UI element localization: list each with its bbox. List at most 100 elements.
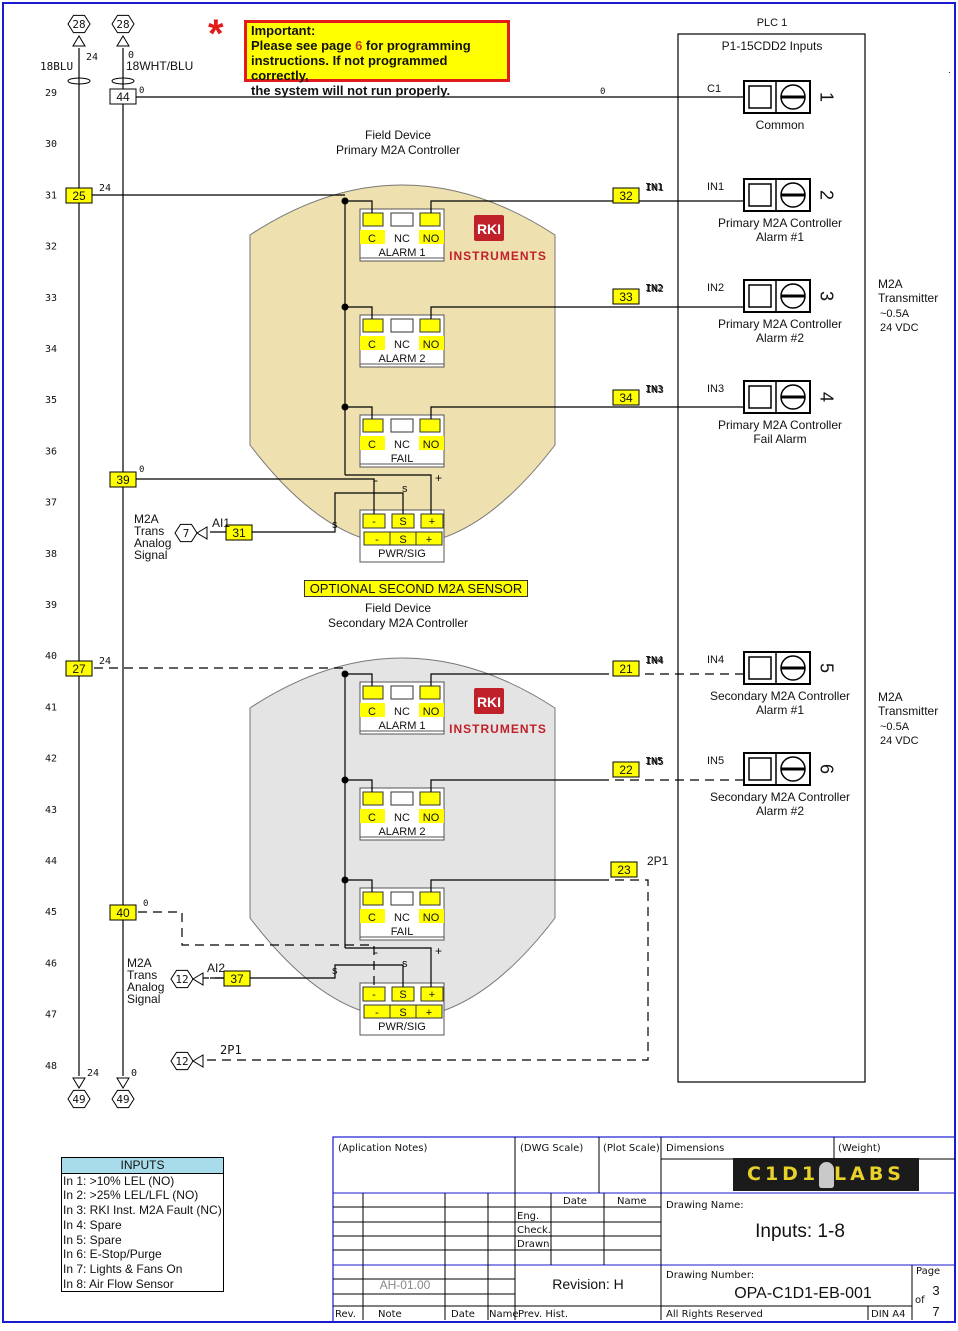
terminal-block-number: 39 (116, 473, 130, 487)
offpage-desc-line: M2A (127, 956, 152, 970)
plc-terminal-desc: Secondary M2A Controller (710, 790, 850, 804)
line-number: 32 (45, 242, 57, 253)
contact-nc-terminal[interactable] (390, 791, 414, 806)
offpage-desc-line: Trans (134, 524, 164, 538)
contact-c-label: C (368, 912, 376, 924)
contact-c-terminal[interactable] (362, 212, 384, 227)
inputs-legend: INPUTS In 1: >10% LEL (NO) In 2: >25% LE… (61, 1157, 224, 1293)
pwr-sig-pin-terminal[interactable] (420, 513, 444, 529)
contact-nc-label: NC (394, 439, 410, 451)
offpage-ref-top-left-hexagon-icon (67, 14, 91, 34)
contact-no-label-bg (419, 436, 444, 450)
title-block (332, 1136, 956, 1323)
terminal-block-body[interactable] (225, 524, 253, 541)
contact-no-terminal[interactable] (419, 891, 441, 906)
contact-c-terminal[interactable] (362, 685, 384, 700)
2p1-wire (200, 879, 649, 1061)
inputs-legend-title: INPUTS (62, 1158, 223, 1174)
terminal-block-body[interactable] (612, 288, 640, 305)
contact-nc-label: NC (394, 233, 410, 245)
rki-brand-text: INSTRUMENTS (449, 722, 547, 736)
optional-sensor-banner: OPTIONAL SECOND M2A SENSOR (304, 580, 528, 597)
terminal-square (748, 85, 772, 109)
wire-number-label: IN2 (645, 283, 663, 294)
logo-left-text: C1D1 (747, 1163, 820, 1185)
offpage-desc-line: Trans (127, 968, 157, 982)
terminal-block-body[interactable] (109, 471, 137, 488)
contact-c-label: C (368, 812, 376, 824)
contact-no-terminal[interactable] (419, 418, 441, 433)
contact-c-terminal[interactable] (362, 791, 384, 806)
pwr-sig-pin-terminal[interactable] (420, 986, 444, 1002)
contact-c-terminal[interactable] (362, 418, 384, 433)
wire-number-label: IN3 (645, 384, 663, 395)
logo-right-text: LABS (834, 1163, 905, 1185)
plc-wire-label: IN3 (707, 383, 724, 395)
terminal-block-37: 37 (223, 970, 251, 987)
arrow-up-icon (116, 35, 130, 47)
device-title: Field Device (365, 601, 431, 615)
contact-no-terminal[interactable] (419, 685, 441, 700)
analog-input-label: AI2 (207, 961, 225, 975)
contact-no-label-bg (419, 809, 444, 823)
signal-label: s (402, 958, 408, 970)
plc-terminal-number: 1 (816, 92, 836, 102)
terminal-block-body[interactable] (223, 970, 251, 987)
line-number: 39 (45, 600, 57, 611)
contact-c-label: C (368, 339, 376, 351)
offpage-desc-line: Signal (127, 992, 160, 1006)
pwr-sig-pin-label: - (372, 989, 376, 1001)
offpage-desc-line: Analog (134, 536, 171, 550)
contact-no-terminal[interactable] (419, 318, 441, 333)
contact-nc-terminal[interactable] (390, 418, 414, 433)
wire-marker-icon (67, 77, 91, 85)
revision-note: AH-01.00 (380, 1278, 431, 1292)
pwr-sig-pin-terminal[interactable] (362, 986, 386, 1002)
pwr-sig-pin-label-2: S (399, 534, 406, 546)
transmitter-note-line: 24 VDC (880, 322, 919, 334)
terminal-block-body[interactable] (65, 187, 93, 204)
wire-number-label: IN4 (646, 656, 664, 667)
c-contact-wire (345, 779, 373, 792)
terminal-block-body[interactable] (109, 88, 137, 105)
terminal-block-body[interactable] (612, 187, 640, 204)
terminal-block-body[interactable] (65, 660, 93, 677)
page-number: 3 (932, 1283, 939, 1298)
line-number: 34 (45, 344, 57, 355)
contact-no-label: NO (423, 912, 440, 924)
terminal-block-body[interactable] (612, 761, 640, 778)
contact-no-terminal[interactable] (419, 791, 441, 806)
contact-nc-label: NC (394, 912, 410, 924)
contact-no-terminal[interactable] (419, 212, 441, 227)
relay-no-wire (430, 673, 600, 686)
pwr-sig-pin-label: + (429, 989, 435, 1001)
offpage-ref-bottom-left-hexagon-icon (67, 1089, 91, 1109)
offpage-ref-analog2-hexagon-icon (170, 969, 194, 989)
contact-nc-terminal[interactable] (390, 685, 414, 700)
contact-c-terminal[interactable] (362, 891, 384, 906)
contact-nc-terminal[interactable] (390, 891, 414, 906)
terminal-block-body[interactable] (612, 389, 640, 406)
contact-no-label-bg (419, 336, 444, 350)
terminal-block-body[interactable] (612, 660, 640, 677)
c-contact-wire (345, 673, 373, 686)
contact-nc-terminal[interactable] (390, 212, 414, 227)
wire-marker-icon (111, 77, 135, 85)
terminal-block-body[interactable] (610, 861, 638, 878)
wire-voltage-label: 0 (139, 465, 144, 475)
plc-terminal-desc-2: Alarm #2 (756, 331, 804, 345)
plc-wire-label: IN2 (707, 282, 724, 294)
wire-voltage-label: 0 (600, 87, 605, 97)
transmitter-note-line: M2A (878, 690, 903, 704)
drawn-label: Drawn. (517, 1239, 553, 1250)
terminal-block-body[interactable] (109, 904, 137, 921)
contact-c-terminal[interactable] (362, 318, 384, 333)
of-label: of (915, 1295, 925, 1306)
wire-number-label: 2P1 (220, 1043, 242, 1057)
note-page-ref[interactable]: 6 (355, 38, 363, 53)
wire-number-label: IN1 (645, 182, 663, 193)
offpage-ref-top-right-ref: 28 (116, 18, 129, 31)
transmitter-note-line: ~0.5A (880, 721, 910, 733)
contact-nc-terminal[interactable] (390, 318, 414, 333)
